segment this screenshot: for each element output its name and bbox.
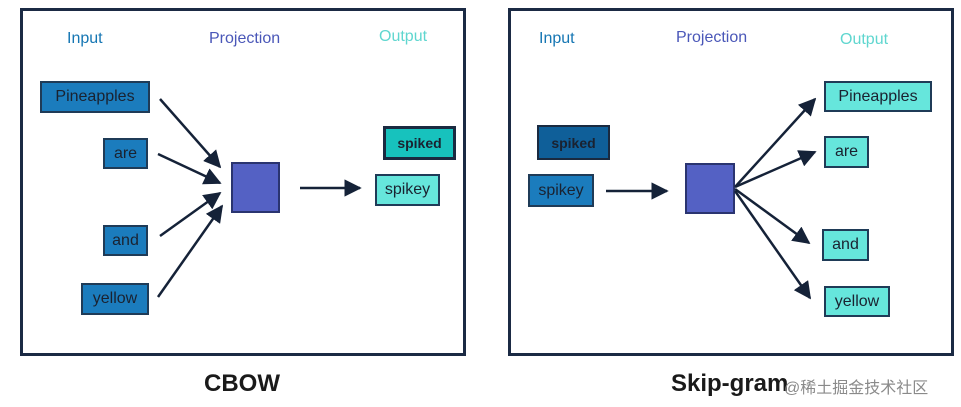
cbow-input-header: Input — [67, 30, 103, 47]
skipgram-projection-box — [685, 163, 735, 214]
skipgram-input-highlight: spiked — [537, 125, 610, 160]
skipgram-arrow — [734, 150, 817, 189]
cbow-output-header: Output — [379, 28, 428, 45]
skipgram-input-word: spikey — [528, 174, 594, 207]
cbow-input-word: Pineapples — [40, 81, 150, 113]
skipgram-output-header: Output — [840, 31, 889, 48]
skipgram-output-word: are — [824, 136, 869, 168]
cbow-caption: CBOW — [204, 370, 280, 397]
cbow-projection-box — [231, 162, 280, 213]
cbow-input-word: are — [103, 138, 148, 169]
skipgram-output-word: and — [822, 229, 869, 261]
cbow-arrow — [156, 204, 224, 298]
skipgram-arrow — [734, 97, 817, 188]
cbow-projection-header: Projection — [209, 30, 281, 47]
cbow-input-word: and — [103, 225, 148, 256]
cbow-output-word: spikey — [375, 174, 440, 206]
cbow-arrow — [157, 152, 222, 185]
cbow-arrow — [159, 98, 222, 169]
watermark: @稀土掘金技术社区 — [784, 380, 929, 397]
skipgram-arrow — [733, 190, 812, 300]
skipgram-input-header: Input — [539, 30, 575, 47]
skipgram-output-word: yellow — [824, 286, 890, 317]
skipgram-output-word: Pineapples — [824, 81, 932, 112]
cbow-arrow — [159, 191, 222, 238]
skipgram-arrow — [734, 187, 811, 245]
skipgram-projection-header: Projection — [676, 29, 748, 46]
skipgram-caption: Skip-gram — [671, 370, 789, 397]
cbow-output-highlight: spiked — [383, 126, 456, 160]
cbow-input-word: yellow — [81, 283, 149, 315]
